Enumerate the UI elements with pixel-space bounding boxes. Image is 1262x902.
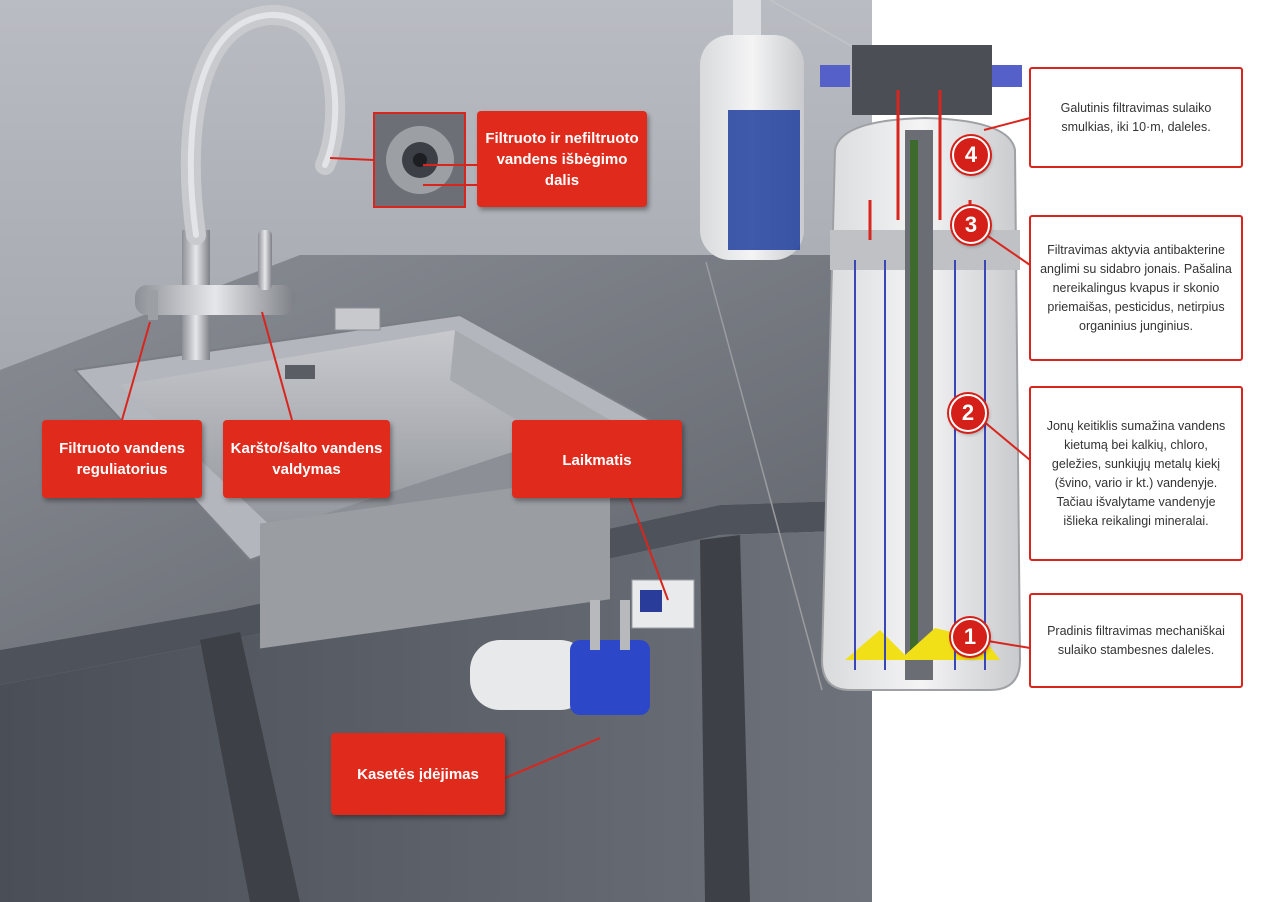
stage-3-description: Filtravimas aktyvia antibakterine anglim… bbox=[1029, 215, 1243, 361]
stage-3-badge: 3 bbox=[952, 206, 990, 244]
stage-1-description: Pradinis filtravimas mechaniškai sulaiko… bbox=[1029, 593, 1243, 688]
timer-label: Laikmatis bbox=[512, 420, 682, 498]
stage-4-description: Galutinis filtravimas sulaiko smulkias, … bbox=[1029, 67, 1243, 168]
outlet-label: Filtruoto ir nefiltruoto vandens išbėgim… bbox=[477, 111, 647, 207]
hot-cold-label: Karšto/šalto vandens valdymas bbox=[223, 420, 390, 498]
cartridge-label: Kasetės įdėjimas bbox=[331, 733, 505, 815]
stage-4-badge: 4 bbox=[952, 136, 990, 174]
stage-1-badge: 1 bbox=[951, 618, 989, 656]
stage-2-badge: 2 bbox=[949, 394, 987, 432]
regulator-label: Filtruoto vandens reguliatorius bbox=[42, 420, 202, 498]
stage-2-description: Jonų keitiklis sumažina vandens kietumą … bbox=[1029, 386, 1243, 561]
